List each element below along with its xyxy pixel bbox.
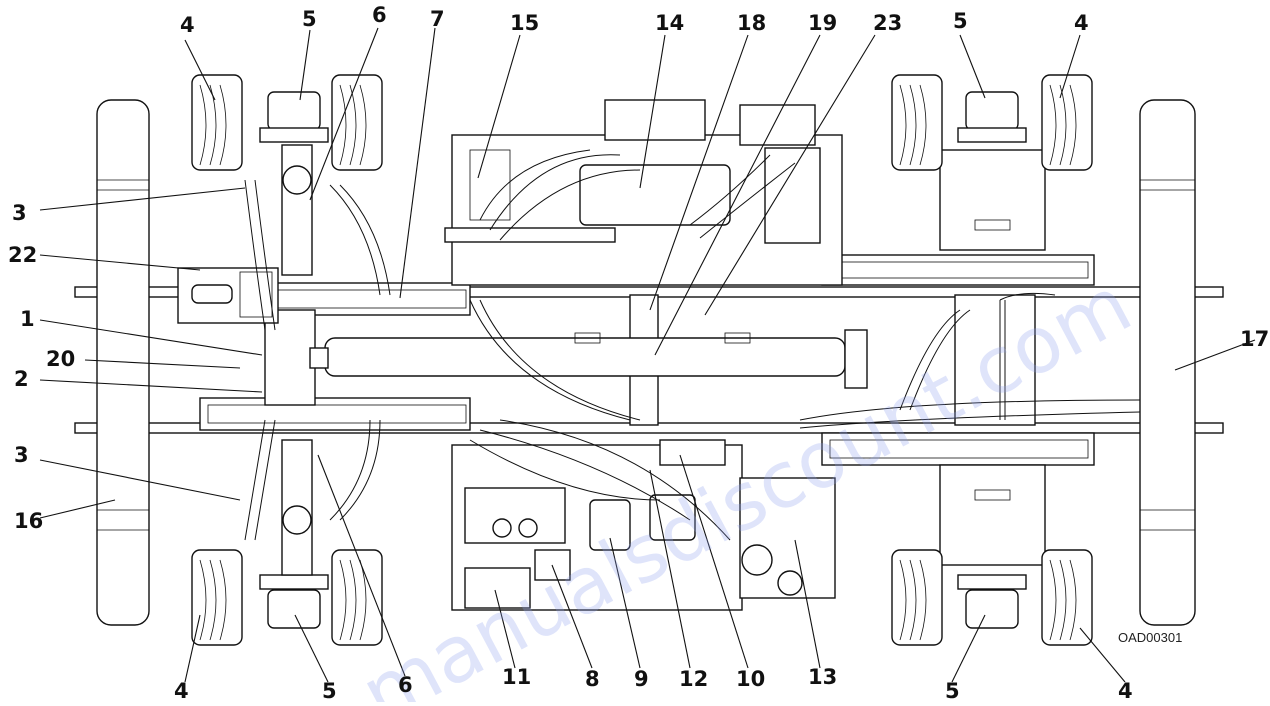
- hydraulic-compartment: [451, 419, 836, 611]
- callout-3-lower: 3: [14, 443, 29, 467]
- callout-3: 3: [12, 201, 27, 225]
- callout-7: 7: [430, 7, 445, 31]
- steering-cylinder: [309, 329, 868, 389]
- wheels: [191, 74, 1093, 646]
- steering-axle: [264, 144, 316, 576]
- leader-lines: [39, 27, 1256, 683]
- callout-12: 12: [679, 667, 708, 691]
- callout-4-bottom-left: 4: [174, 679, 189, 702]
- callout-4-right: 4: [1074, 11, 1089, 35]
- hose-bundles: [244, 179, 1141, 541]
- callout-11: 11: [502, 665, 531, 689]
- wheel-hubs: [259, 91, 1027, 629]
- callout-17: 17: [1240, 327, 1269, 351]
- engine-compartment: [444, 99, 843, 286]
- callout-8: 8: [585, 667, 600, 691]
- callout-14: 14: [655, 11, 684, 35]
- callout-13: 13: [808, 665, 837, 689]
- callout-5: 5: [302, 7, 317, 31]
- callout-15: 15: [510, 11, 539, 35]
- drive-motor-22: [177, 267, 279, 324]
- callout-5-bottom-right: 5: [945, 679, 960, 702]
- callout-5-right: 5: [953, 9, 968, 33]
- callout-18: 18: [737, 11, 766, 35]
- frame-rails: [74, 254, 1224, 466]
- callout-22: 22: [8, 243, 37, 267]
- callout-6: 6: [372, 3, 387, 27]
- callout-16: 16: [14, 509, 43, 533]
- callout-5-bottom-left: 5: [322, 679, 337, 702]
- callout-9: 9: [634, 667, 649, 691]
- callout-6-bottom: 6: [398, 673, 413, 697]
- callout-19: 19: [808, 11, 837, 35]
- callout-4-bottom-right: 4: [1118, 679, 1133, 702]
- callout-23: 23: [873, 11, 902, 35]
- callout-1: 1: [20, 307, 35, 331]
- right-outrigger: [1139, 99, 1196, 626]
- callout-10: 10: [736, 667, 765, 691]
- callout-4: 4: [180, 13, 195, 37]
- callout-2: 2: [14, 367, 29, 391]
- callout-20: 20: [46, 347, 75, 371]
- reference-code: OAD00301: [1118, 630, 1182, 645]
- callout-labels: 4 5 6 7 15 14 18 19 23 5 4 3 22 1 20 2 3…: [8, 3, 1269, 703]
